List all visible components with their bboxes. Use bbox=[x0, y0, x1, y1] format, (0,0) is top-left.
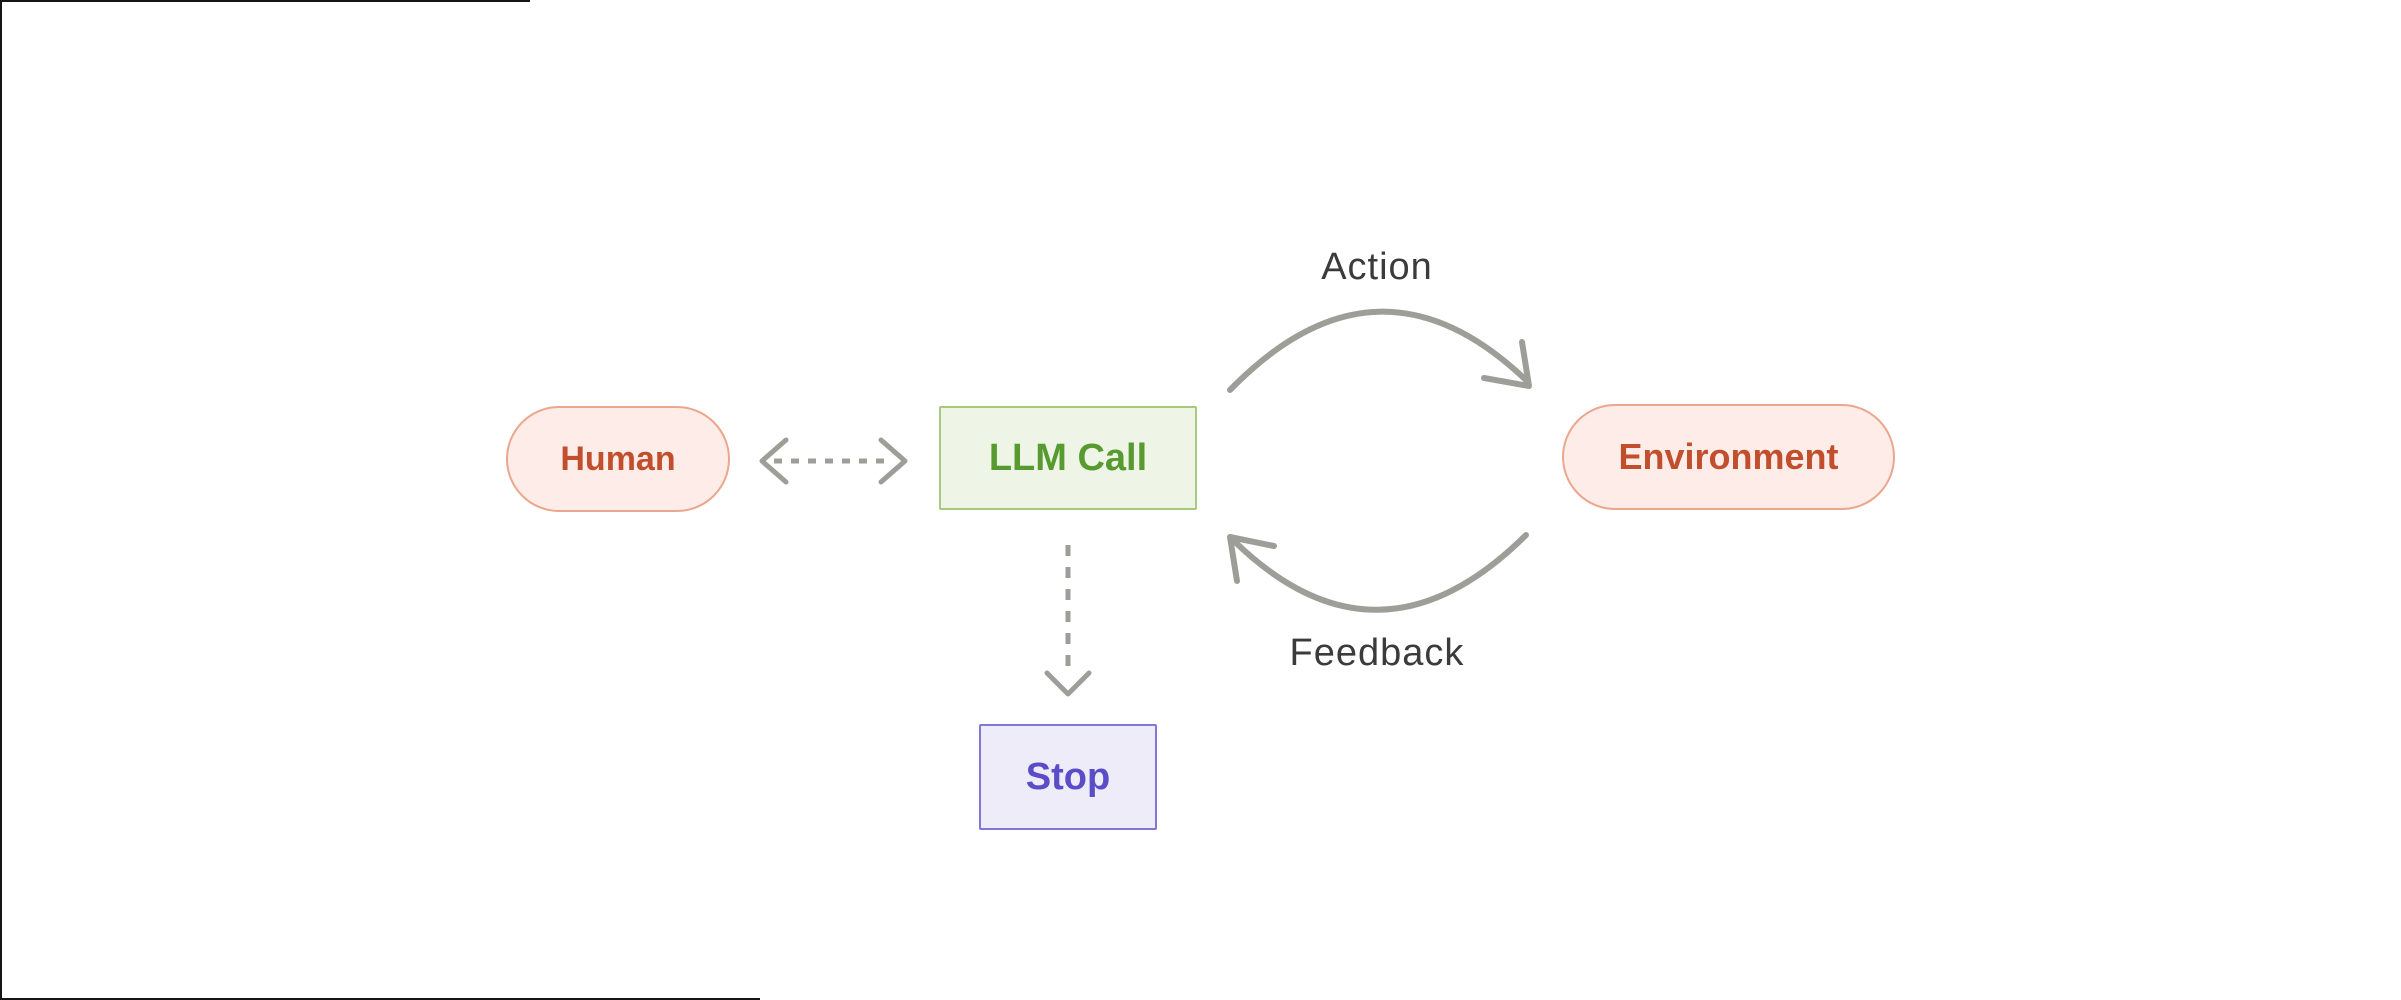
human-llm-dashed-arrow bbox=[759, 437, 908, 485]
human-node: Human bbox=[506, 406, 730, 512]
feedback-arrow bbox=[1227, 532, 1529, 613]
llm-call-node-label: LLM Call bbox=[988, 436, 1148, 479]
llm-call-node: LLM Call bbox=[939, 406, 1197, 510]
human-node-label: Human bbox=[560, 439, 676, 478]
feedback-edge-label: Feedback bbox=[1289, 632, 1465, 674]
window-edge-top bbox=[0, 0, 530, 2]
window-edge-bottom bbox=[0, 998, 760, 1000]
action-edge-label: Action bbox=[1321, 246, 1433, 288]
environment-node-label: Environment bbox=[1618, 436, 1839, 477]
action-arrow bbox=[1227, 308, 1532, 393]
environment-node: Environment bbox=[1562, 404, 1895, 510]
window-edge-left bbox=[0, 0, 2, 1000]
llm-stop-dashed-arrow bbox=[1044, 545, 1092, 697]
stop-node: Stop bbox=[979, 724, 1157, 830]
stop-node-label: Stop bbox=[1025, 755, 1111, 798]
